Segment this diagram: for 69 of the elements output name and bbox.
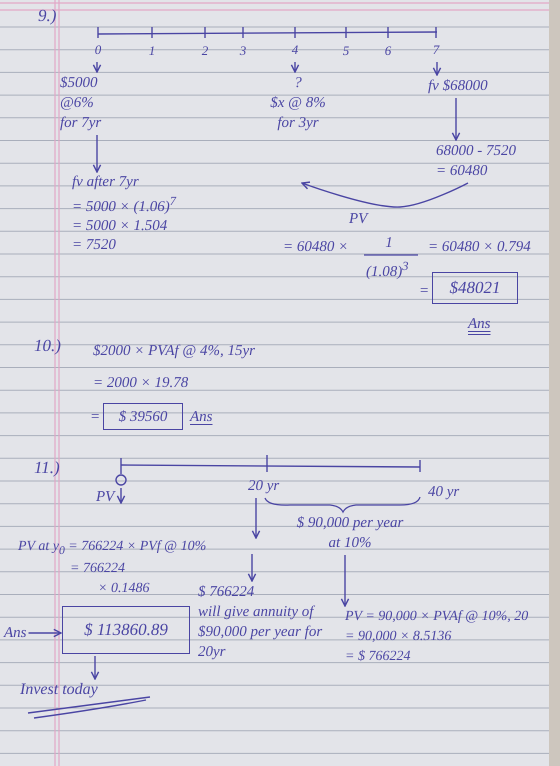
formula-text: = 60480	[436, 162, 488, 181]
arrow	[116, 488, 126, 504]
tick-label: 4	[292, 40, 298, 60]
answer-box	[432, 272, 518, 304]
answer-mark: Ans	[468, 315, 490, 334]
tick-label: 5	[342, 42, 350, 60]
formula-text: = 7520	[72, 236, 116, 255]
tick-label: 2	[202, 42, 208, 60]
answer-box	[103, 403, 183, 430]
formula-text: PV = 90,000 × PVAf @ 10%, 20	[345, 608, 528, 626]
arrow	[340, 555, 350, 607]
note-text: $ 90,000 per year	[296, 514, 404, 533]
arrow	[90, 656, 100, 680]
arrow	[28, 628, 62, 638]
timeline-start-circle	[115, 474, 127, 486]
note-text: $x @ 8%	[270, 94, 326, 113]
note-text: for 3yr	[277, 114, 319, 133]
answer-value: $ 39560	[118, 408, 168, 426]
conclusion-text: Invest today	[20, 680, 98, 700]
formula-text: = 2000 × 19.78	[93, 374, 188, 393]
note-text: will give annuity of $90,000 per year for 20yr	[198, 603, 324, 662]
formula-text: = $ 766224	[345, 648, 410, 666]
tick-label: 3	[240, 42, 246, 60]
formula-text: 68000 - 7520	[436, 142, 516, 161]
arrow	[290, 62, 300, 73]
note-text: at 10%	[328, 534, 372, 553]
formula-text: = 60480 ×	[283, 238, 348, 257]
tick-label: 1	[148, 42, 156, 60]
question-number: 9.)	[38, 6, 56, 26]
equals-sign: =	[419, 282, 430, 301]
formula-text: = 90,000 × 8.5136	[345, 628, 452, 646]
arrow	[92, 62, 102, 73]
arrow	[432, 62, 442, 76]
arrow	[92, 135, 102, 173]
formula-text: fv after 7yr	[72, 173, 139, 192]
answer-mark: Ans	[190, 408, 212, 427]
note-text: $5000	[60, 74, 98, 93]
edge-label: PV	[96, 488, 114, 507]
fraction-denominator: (1.08)$^{3}$	[366, 258, 408, 282]
answer-mark: Ans	[4, 623, 26, 643]
tick-label: 40 yr	[428, 482, 460, 502]
edge-label: PV	[349, 210, 368, 229]
formula-text: PV at y$_{0}$ = 766224 × PVf @ 10%	[18, 538, 206, 559]
arrow	[452, 98, 460, 141]
curved-arrow	[301, 181, 468, 208]
question-number: 10.)	[34, 336, 61, 356]
note-text: for 7yr	[60, 114, 102, 133]
formula-text: = 5000 × 1.504	[72, 217, 168, 236]
tick-label: 0	[94, 40, 102, 60]
answer-value: $48021	[450, 278, 500, 298]
arrow	[252, 498, 260, 539]
answer-value: $ 113860.89	[84, 620, 168, 640]
formula-text: = 766224	[70, 560, 125, 578]
formula-text: = 5000 × (1.06)$^{7}$	[72, 193, 176, 217]
formula-text: = 60480 × 0.794	[428, 238, 531, 257]
question-number: 11.)	[34, 458, 60, 478]
note-text: $ 766224	[198, 583, 254, 602]
formula-text: $2000 × PVAf @ 4%, 15yr	[93, 342, 255, 361]
formula-text: × 0.1486	[98, 580, 150, 598]
equals-sign: =	[90, 408, 100, 427]
fraction-numerator: 1	[385, 234, 393, 253]
tick-label: 6	[384, 42, 392, 60]
answer-box	[62, 606, 190, 654]
note-text: fv $68000	[428, 76, 488, 96]
note-text: ?	[294, 74, 302, 93]
note-text: @6%	[60, 94, 94, 113]
tick-label: 20 yr	[248, 476, 280, 496]
arrow	[248, 554, 256, 582]
tick-label: 7	[432, 40, 440, 60]
